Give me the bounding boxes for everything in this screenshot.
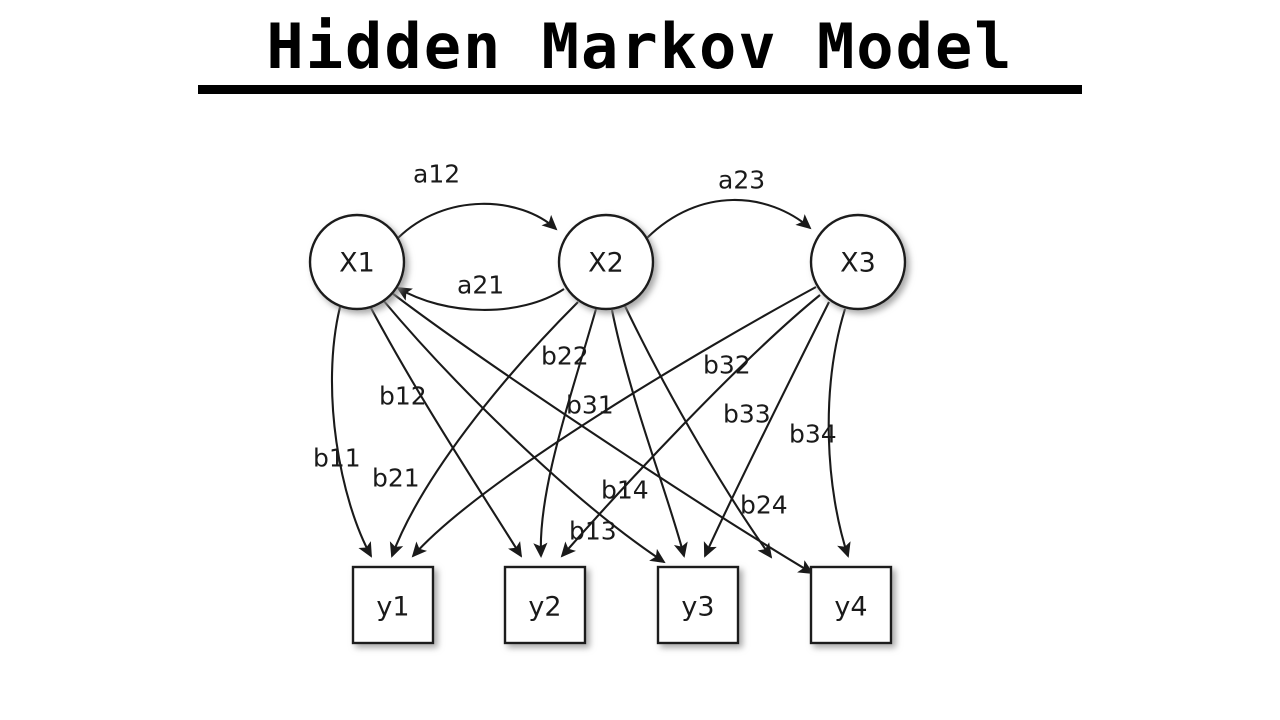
edge-label-b14: b14 (601, 476, 649, 505)
edge-a21 (396, 286, 565, 311)
node-x2-label: X2 (588, 248, 624, 279)
edge-label-a12: a12 (413, 160, 460, 189)
edge-a23 (646, 198, 812, 239)
emission-edge-group-x3 (411, 286, 851, 558)
node-y4-label: y4 (834, 592, 867, 623)
edge-b13 (382, 299, 666, 564)
edge-b12 (370, 307, 523, 558)
edge-label-b22: b22 (541, 342, 589, 371)
node-y3[interactable] (656, 565, 740, 645)
edge-b21 (389, 301, 579, 558)
node-y2[interactable] (503, 565, 587, 645)
node-x3[interactable] (809, 213, 907, 311)
observation-node-group (351, 565, 893, 645)
edge-a12 (397, 202, 558, 239)
edge-label-b34: b34 (789, 420, 837, 449)
edge-b11 (330, 306, 372, 558)
edge-label-b33: b33 (723, 400, 771, 429)
emission-edge-group-x1 (330, 292, 814, 575)
node-x2[interactable] (557, 213, 655, 311)
hidden-state-node-group (308, 213, 907, 311)
node-y1-label: y1 (376, 592, 409, 623)
edge-label-b21: b21 (372, 464, 420, 493)
node-x1-label: X1 (339, 248, 375, 279)
node-y1[interactable] (351, 565, 435, 645)
node-y4[interactable] (809, 565, 893, 645)
page-title-text: Hidden Markov Model (266, 10, 1014, 83)
edge-b23 (610, 309, 688, 558)
node-x3-label: X3 (840, 248, 876, 279)
edge-b33 (703, 301, 830, 558)
node-y2-label: y2 (528, 592, 561, 623)
edge-b24 (624, 305, 773, 559)
edge-label-b12: b12 (379, 382, 427, 411)
edge-label-b11: b11 (313, 444, 361, 473)
edge-label-a21: a21 (457, 271, 504, 300)
edge-b32 (560, 294, 821, 558)
edge-label-b31: b31 (566, 391, 614, 420)
edge-label-a23: a23 (718, 166, 765, 195)
title-underline-rule (198, 85, 1082, 95)
page-title: Hidden Markov Model (0, 10, 1280, 95)
edge-label-b24: b24 (740, 491, 788, 520)
edge-label-b32: b32 (703, 351, 751, 380)
edge-b14 (391, 292, 814, 575)
node-x1[interactable] (308, 213, 406, 311)
edge-b31 (411, 286, 817, 558)
edge-b34 (827, 308, 851, 558)
node-y3-label: y3 (681, 592, 714, 623)
transition-edge-group (396, 198, 812, 311)
edge-label-b13: b13 (569, 517, 617, 546)
